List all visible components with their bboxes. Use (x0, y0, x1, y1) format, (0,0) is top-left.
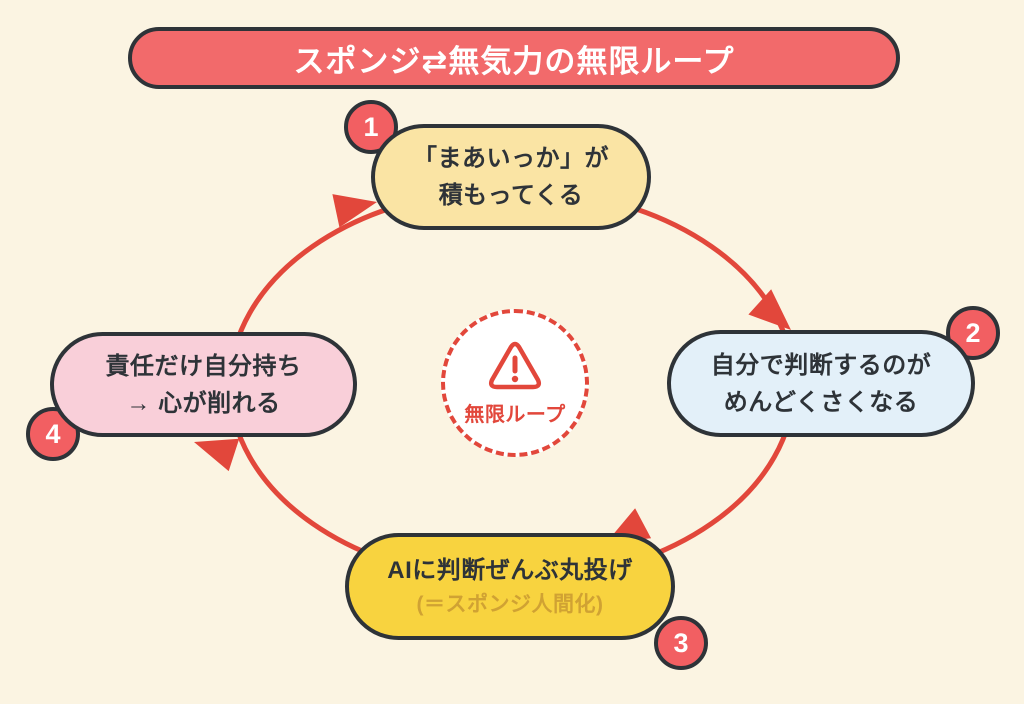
arrowhead-to-step4 (194, 438, 240, 472)
node-step1: 「まあいっか」が 積もってくる (371, 124, 651, 230)
node-step1-line2: 積もってくる (438, 182, 584, 209)
node-step4-line1: 責任だけ自分持ち (105, 352, 302, 380)
node-step1-line1: 「まあいっか」が (413, 145, 609, 172)
step-badge-4: 4 (26, 407, 80, 461)
node-step3-line1: AIに判断ぜんぶ丸投げ (387, 557, 633, 584)
node-step3-subtitle: (＝スポンジ人間化) (416, 593, 604, 616)
center-warning-circle: 無限ループ (441, 309, 589, 457)
node-step2-line2: めんどくさくなる (723, 388, 919, 416)
arrowhead-to-step2 (748, 289, 791, 330)
node-step2-line1: 自分で判断するのが (710, 351, 932, 379)
node-step4: 責任だけ自分持ち → 心が削れる (50, 332, 357, 437)
center-label: 無限ループ (464, 403, 566, 426)
node-step3: AIに判断ぜんぶ丸投げ (＝スポンジ人間化) (345, 533, 675, 640)
node-step4-line2: → 心が削れる (126, 389, 281, 417)
arrowhead-to-step1 (332, 194, 377, 228)
page-title: スポンジ⇄無気力の無限ループ (293, 43, 735, 79)
warning-triangle-icon (488, 341, 542, 389)
title-banner: スポンジ⇄無気力の無限ループ (128, 27, 900, 89)
node-step2: 自分で判断するのが めんどくさくなる (667, 330, 975, 437)
step-badge-3: 3 (654, 616, 708, 670)
